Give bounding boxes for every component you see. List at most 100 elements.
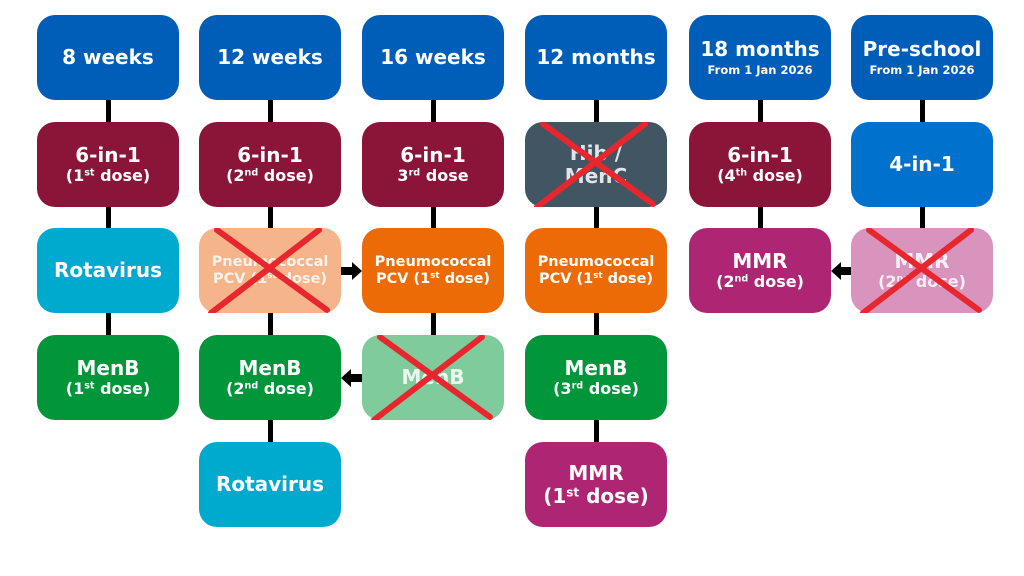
label-text: PCV (1 [375, 270, 431, 287]
vaccine-box-4in1: 4-in-1 [851, 122, 993, 207]
label-line-1: Rotavirus [215, 472, 325, 496]
vaccine-label: MenB(1st dose) [65, 356, 151, 398]
vaccine-label: 12 months [536, 46, 655, 69]
ordinal-suffix: nd [734, 273, 749, 285]
vaccine-box-rota: Rotavirus [37, 228, 179, 313]
label-line-1: 4-in-1 [889, 152, 955, 176]
ordinal-suffix: st [566, 484, 580, 499]
vaccine-box-menb: MenB(1st dose) [37, 335, 179, 420]
ordinal-suffix: nd [896, 273, 911, 285]
label-text: PCV (1 [538, 270, 594, 287]
vaccine-label: 6-in-1(2nd dose) [226, 142, 314, 185]
ordinal-suffix: rd [571, 380, 584, 392]
label-text: (1 [65, 378, 85, 398]
ordinal-suffix: st [593, 270, 603, 281]
label-line-1: 6-in-1 [75, 142, 141, 167]
age-header: 16 weeks [362, 15, 504, 100]
connector-line [105, 57, 111, 378]
arrow-left-icon [831, 261, 851, 280]
label-line-2: From 1 Jan 2026 [869, 62, 975, 77]
label-text: dose) [602, 270, 654, 287]
label-text: (2 [226, 378, 245, 398]
arrow-left-icon [341, 368, 362, 387]
label-text: dose) [747, 165, 803, 185]
label-line-2: From 1 Jan 2026 [707, 62, 813, 77]
vaccine-box-6in1: 6-in-1(4th dose) [689, 122, 831, 207]
connector-line [430, 57, 436, 378]
label-text: (2 [716, 271, 735, 291]
label-line-2: (2nd dose) [226, 166, 314, 185]
age-header: 12 months [525, 15, 667, 100]
vaccine-label: MenB(2nd dose) [226, 355, 314, 398]
label-text: PCV (1 [212, 270, 268, 287]
label-line-1: Hib / [569, 140, 623, 165]
vaccine-box-mmr-removed: MMR(2nd dose) [851, 228, 993, 313]
label-line-2: (2nd dose) [716, 271, 804, 291]
age-header: 12 weeks [199, 15, 341, 100]
label-line-1: Rotavirus [53, 258, 163, 282]
label-line-2: (2nd dose) [878, 271, 966, 291]
label-text: dose) [583, 378, 639, 398]
vaccine-box-hibmenc-removed: Hib /MenC [525, 122, 667, 207]
arrow-right-icon [341, 261, 362, 280]
label-text: (1 [543, 483, 567, 508]
ordinal-suffix: st [430, 270, 440, 281]
label-text: (3 [553, 378, 572, 398]
vaccine-label: 12 weeks [217, 46, 323, 69]
label-line-1: MMR [894, 248, 950, 273]
vaccine-label: 4-in-1 [889, 153, 955, 176]
label-text: dose) [748, 271, 804, 291]
ordinal-suffix: st [84, 167, 95, 179]
label-line-2: PCV (1st dose) [538, 271, 655, 288]
label-text: (2 [878, 271, 897, 291]
vaccine-box-menb-removed: MenB [362, 335, 504, 420]
vaccine-label: MenB(3rd dose) [553, 355, 639, 398]
label-line-2: MenC [564, 163, 628, 188]
label-line-1: MMR [568, 460, 624, 485]
label-text: (1 [65, 165, 85, 185]
label-line-1: 6-in-1 [727, 142, 793, 167]
label-text: dose) [439, 270, 491, 287]
label-line-1: Pneumococcal [211, 253, 329, 270]
ordinal-suffix: st [84, 380, 95, 392]
label-line-1: 18 months [700, 36, 820, 61]
vaccine-label: Rotavirus [54, 259, 162, 282]
vaccine-label: MMR(1st dose) [543, 460, 649, 508]
vaccine-box-menb: MenB(2nd dose) [199, 335, 341, 420]
ordinal-suffix: nd [244, 380, 259, 392]
label-text: dose) [258, 378, 314, 398]
vaccine-label: Hib /MenC [564, 140, 628, 188]
label-line-1: 16 weeks [380, 45, 486, 69]
label-line-1: MenB [564, 355, 628, 380]
label-text: (4 [717, 165, 736, 185]
vaccine-label: Rotavirus [216, 473, 324, 496]
label-line-1: 6-in-1 [237, 142, 303, 167]
age-header: 8 weeks [37, 15, 179, 100]
label-text: dose) [910, 271, 966, 291]
label-line-1: 8 weeks [62, 45, 154, 69]
label-text: MenC [564, 163, 628, 188]
label-text: dose) [579, 483, 649, 508]
label-line-2: PCV (1st dose) [375, 271, 492, 288]
label-line-1: 6-in-1 [400, 142, 466, 167]
label-line-1: MMR [732, 248, 788, 273]
label-text: dose) [94, 378, 151, 398]
label-line-1: Pre-school [862, 36, 982, 61]
label-text: 3 [397, 165, 409, 185]
ordinal-suffix: nd [244, 167, 259, 179]
vaccine-label: 6-in-1(4th dose) [717, 142, 803, 185]
vaccine-box-rota: Rotavirus [199, 442, 341, 527]
vaccine-label: MenB [402, 366, 465, 389]
label-line-1: MenB [238, 355, 302, 380]
